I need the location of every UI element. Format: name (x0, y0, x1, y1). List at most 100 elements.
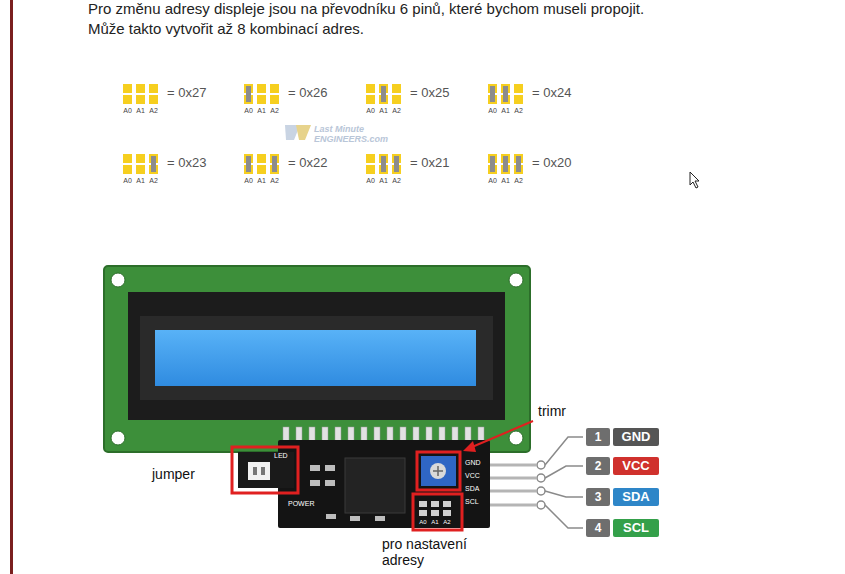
jumper-pin (261, 467, 265, 475)
solder-pad (123, 165, 132, 174)
address-label: A2 (391, 177, 403, 185)
highlight-box (413, 494, 462, 530)
address-label: = 0x20 (532, 156, 571, 171)
annotation: trimr (538, 403, 566, 419)
highlight-boxes (232, 447, 462, 530)
pin-number: 1 (586, 428, 610, 446)
solder-bridge (503, 86, 508, 102)
trimmer-slot (433, 466, 443, 476)
address-label: A1 (500, 177, 512, 185)
address-label: = 0x26 (288, 86, 327, 101)
solder-pad (392, 84, 401, 93)
solder-pad (149, 84, 158, 93)
address-label: = 0x23 (167, 156, 206, 171)
solder-pad (257, 165, 266, 174)
pin-number: 3 (586, 488, 610, 506)
address-label: A2 (269, 107, 281, 115)
address-icon (123, 84, 158, 104)
smd-part (325, 480, 335, 486)
pin-badge: VCC (613, 457, 659, 475)
jumper-pin (253, 467, 257, 475)
pin-end (537, 487, 545, 495)
solder-bridge (516, 156, 521, 172)
smd-part (350, 516, 360, 521)
pin-badge: GND (613, 428, 659, 446)
address-label: = 0x25 (410, 86, 449, 101)
address-pad (443, 510, 451, 516)
address-icon (488, 84, 523, 104)
smd-part (325, 465, 335, 471)
solder-bridge (490, 86, 495, 102)
smd-part (326, 514, 336, 519)
smd-part (310, 480, 320, 486)
pin-text: SCL (619, 520, 653, 536)
solder-pad (392, 95, 401, 104)
pin-text: 4 (592, 520, 604, 536)
address-label: A1 (256, 107, 268, 115)
leader-arrow (472, 421, 533, 447)
body-text: Pro změnu adresy displeje jsou na převod… (88, 0, 644, 17)
jumper-header (238, 452, 294, 488)
solder-pad (123, 95, 132, 104)
i2c-backpack (278, 440, 490, 528)
address-label: A1 (500, 107, 512, 115)
trimmer-knob (430, 463, 446, 479)
annotation: jumper (152, 466, 195, 482)
pin-text: VCC (619, 458, 653, 474)
silkscreen-label: POWER (288, 500, 314, 508)
pin-wire (545, 491, 583, 497)
address-label: A1 (378, 177, 390, 185)
solder-pad (270, 95, 279, 104)
address-icon (244, 84, 279, 104)
trimmer-body (421, 456, 456, 486)
address-label: A2 (391, 107, 403, 115)
pin-wire (545, 437, 583, 465)
solder-bridge (503, 156, 508, 172)
address-icon (244, 154, 279, 174)
address-icon (366, 84, 401, 104)
smd-part (375, 516, 385, 521)
silkscreen-label: A0 (418, 519, 428, 526)
pin-number: 4 (586, 519, 610, 537)
address-label: = 0x27 (167, 86, 206, 101)
smd-part (310, 465, 320, 471)
watermark: ENGINEERS.com (314, 134, 388, 144)
body-text: Může takto vytvořit až 8 kombinací adres… (88, 20, 364, 37)
annotation: pro nastavení adresy (382, 536, 482, 568)
solder-bridge (381, 156, 386, 172)
address-label: A0 (487, 107, 499, 115)
mount-hole (509, 431, 523, 445)
solder-pad (366, 165, 375, 174)
address-label: A2 (513, 107, 525, 115)
pin-text: GND (619, 429, 653, 445)
output-pin (490, 477, 536, 480)
silkscreen-label: LED (274, 452, 288, 460)
solder-bridge (490, 156, 495, 172)
silkscreen-label: A2 (442, 519, 452, 526)
silkscreen-label: SCL (465, 498, 479, 506)
address-label: A2 (513, 177, 525, 185)
output-pin (490, 504, 536, 507)
address-label: A2 (148, 107, 160, 115)
pin-wires (545, 437, 583, 528)
solder-pad (257, 154, 266, 163)
solder-bridge (151, 156, 156, 172)
silkscreen-label: VCC (465, 472, 480, 480)
address-label: A0 (122, 107, 134, 115)
silkscreen-label: SDA (465, 485, 479, 493)
lcd-pcb (104, 266, 530, 452)
address-label: A0 (365, 107, 377, 115)
address-label: A1 (256, 177, 268, 185)
solder-pad (136, 154, 145, 163)
output-pins (490, 465, 536, 505)
solder-bridge (246, 86, 251, 102)
solder-pad (257, 95, 266, 104)
address-label: = 0x21 (410, 156, 449, 171)
silkscreen-label: GND (465, 459, 481, 467)
highlight-box (232, 447, 298, 493)
pin-end (537, 501, 545, 509)
watermark: Last Minute (314, 124, 364, 134)
jumper-cap (248, 462, 270, 480)
pin-text: 3 (592, 489, 604, 505)
